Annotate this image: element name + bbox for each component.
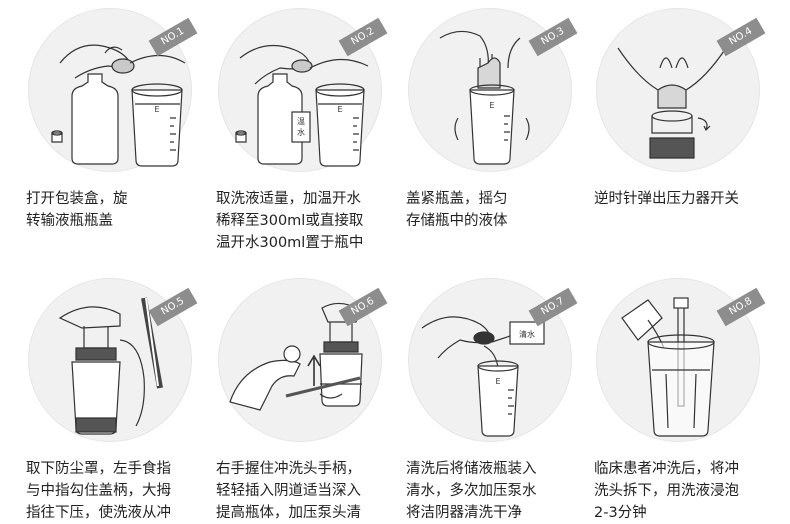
step-caption: 取洗液适量，加温开水 稀释至300ml或直接取 温开水300ml置于瓶中 <box>216 188 386 254</box>
caption-line: 逆时针弹出压力器开关 <box>594 191 739 207</box>
caption-line: 洗头拆下，用洗液浸泡 <box>594 483 739 499</box>
clean-water-label: 清水 <box>519 329 535 339</box>
step-caption: 盖紧瓶盖，摇匀 存储瓶中的液体 <box>406 188 576 232</box>
open-bottle-illustration: E <box>51 44 186 167</box>
caption-line: 温开水300ml置于瓶中 <box>216 235 364 251</box>
remove-dust-cover-illustration <box>58 297 163 435</box>
caption-line: 2-3分钟 <box>594 505 647 521</box>
caption-line: 稀释至300ml或直接取 <box>216 213 364 229</box>
caption-line: 存储瓶中的液体 <box>406 213 508 229</box>
caption-line: 盖紧瓶盖，摇匀 <box>406 191 508 207</box>
warm-water-label-line2: 水 <box>297 127 305 137</box>
caption-line: 轻轻插入阴道适当深入 <box>216 483 361 499</box>
caption-line: 取洗液适量，加温开水 <box>216 191 361 207</box>
caption-line: 与中指勾住盖柄，大拇 <box>26 483 171 499</box>
cup-mark: E <box>495 377 500 386</box>
warm-water-label-line1: 温 <box>297 117 305 126</box>
release-pump-switch-illustration <box>617 47 727 159</box>
caption-line: 临床患者冲洗后，将冲 <box>594 461 739 477</box>
step-caption: 临床患者冲洗后，将冲 洗头拆下，用洗液浸泡 2-3分钟 <box>594 458 764 524</box>
rinse-with-clean-water-illustration: 清水 E <box>421 316 545 437</box>
caption-line: 将洁阴器清洗干净 <box>406 505 522 521</box>
caption-line: 提高瓶体，加压泵头清 <box>216 505 361 521</box>
soak-nozzle-illustration <box>621 297 715 437</box>
cup-mark: E <box>154 105 159 114</box>
step-caption: 取下防尘罩，左手食指 与中指勾住盖柄，大拇 指往下压，使洗液从冲 <box>26 458 196 524</box>
caption-line: 指往下压，使洗液从冲 <box>26 505 171 521</box>
insert-nozzle-illustration <box>229 302 363 411</box>
cup-mark: E <box>337 105 342 114</box>
caption-line: 清洗后将储液瓶装入 <box>406 461 537 477</box>
step-caption: 清洗后将储液瓶装入 清水，多次加压泵水 将洁阴器清洗干净 <box>406 458 576 524</box>
caption-line: 右手握住冲洗头手柄， <box>216 461 361 477</box>
step-caption: 右手握住冲洗头手柄， 轻轻插入阴道适当深入 提高瓶体，加压泵头清 <box>216 458 386 524</box>
caption-line: 打开包装盒，旋 <box>26 191 128 207</box>
shake-bottle-illustration: E <box>439 30 530 165</box>
caption-line: 清水，多次加压泵水 <box>406 483 537 499</box>
step-caption: 打开包装盒，旋 转输液瓶瓶盖 <box>26 188 196 232</box>
step-caption: 逆时针弹出压力器开关 <box>594 188 764 210</box>
dilute-solution-illustration: 温 水 E <box>235 44 369 167</box>
cup-mark: E <box>489 101 494 110</box>
caption-line: 取下防尘罩，左手食指 <box>26 461 171 477</box>
caption-line: 转输液瓶瓶盖 <box>26 213 113 229</box>
